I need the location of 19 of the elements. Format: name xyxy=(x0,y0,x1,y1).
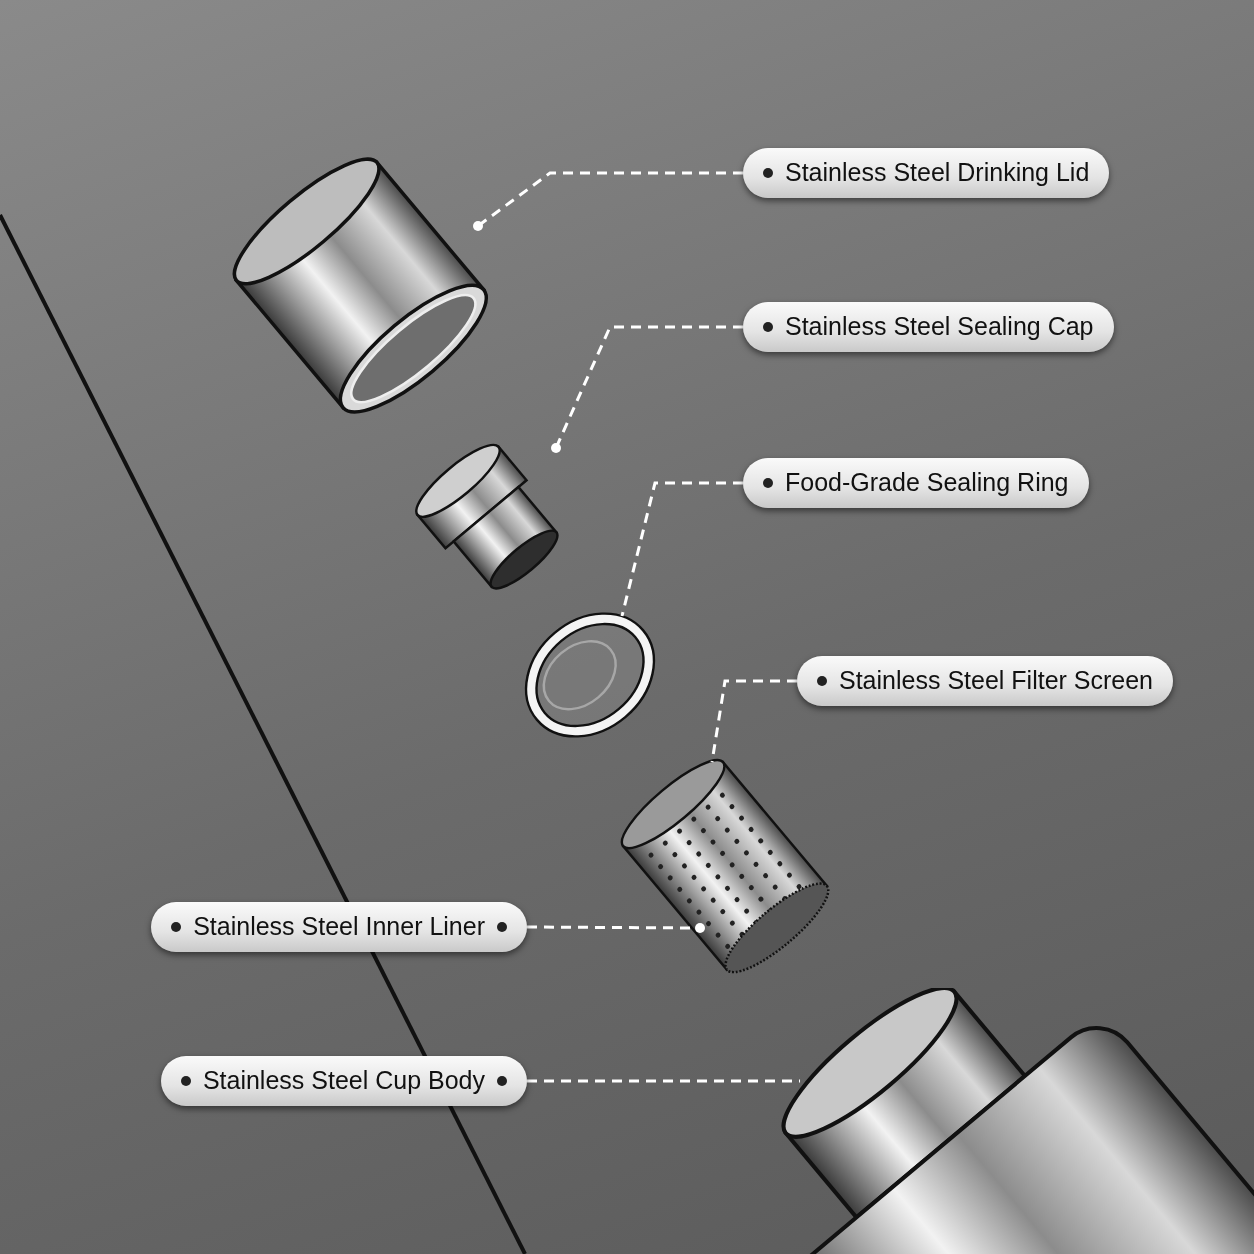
leader-line xyxy=(473,171,743,231)
cup-body-drawing xyxy=(780,988,1254,1254)
part-label: Stainless Steel Filter Screen xyxy=(839,665,1154,697)
leader-line xyxy=(710,679,797,763)
label-pill xyxy=(743,302,1114,352)
leader-line xyxy=(551,325,743,453)
leader-line xyxy=(620,481,743,617)
label-pill xyxy=(797,656,1174,706)
part-label: Stainless Steel Cup Body xyxy=(202,1065,485,1097)
leader-line xyxy=(527,1079,800,1083)
part-label: Stainless Steel Drinking Lid xyxy=(785,157,1090,189)
label-pill xyxy=(151,902,527,952)
label-pill xyxy=(743,148,1110,198)
label-pill xyxy=(743,458,1089,508)
part-label: Food-Grade Sealing Ring xyxy=(785,467,1069,499)
leader-line xyxy=(527,923,705,933)
label-pill xyxy=(160,1056,527,1106)
part-label: Stainless Steel Sealing Cap xyxy=(785,311,1094,343)
part-label: Stainless Steel Inner Liner xyxy=(193,911,485,943)
